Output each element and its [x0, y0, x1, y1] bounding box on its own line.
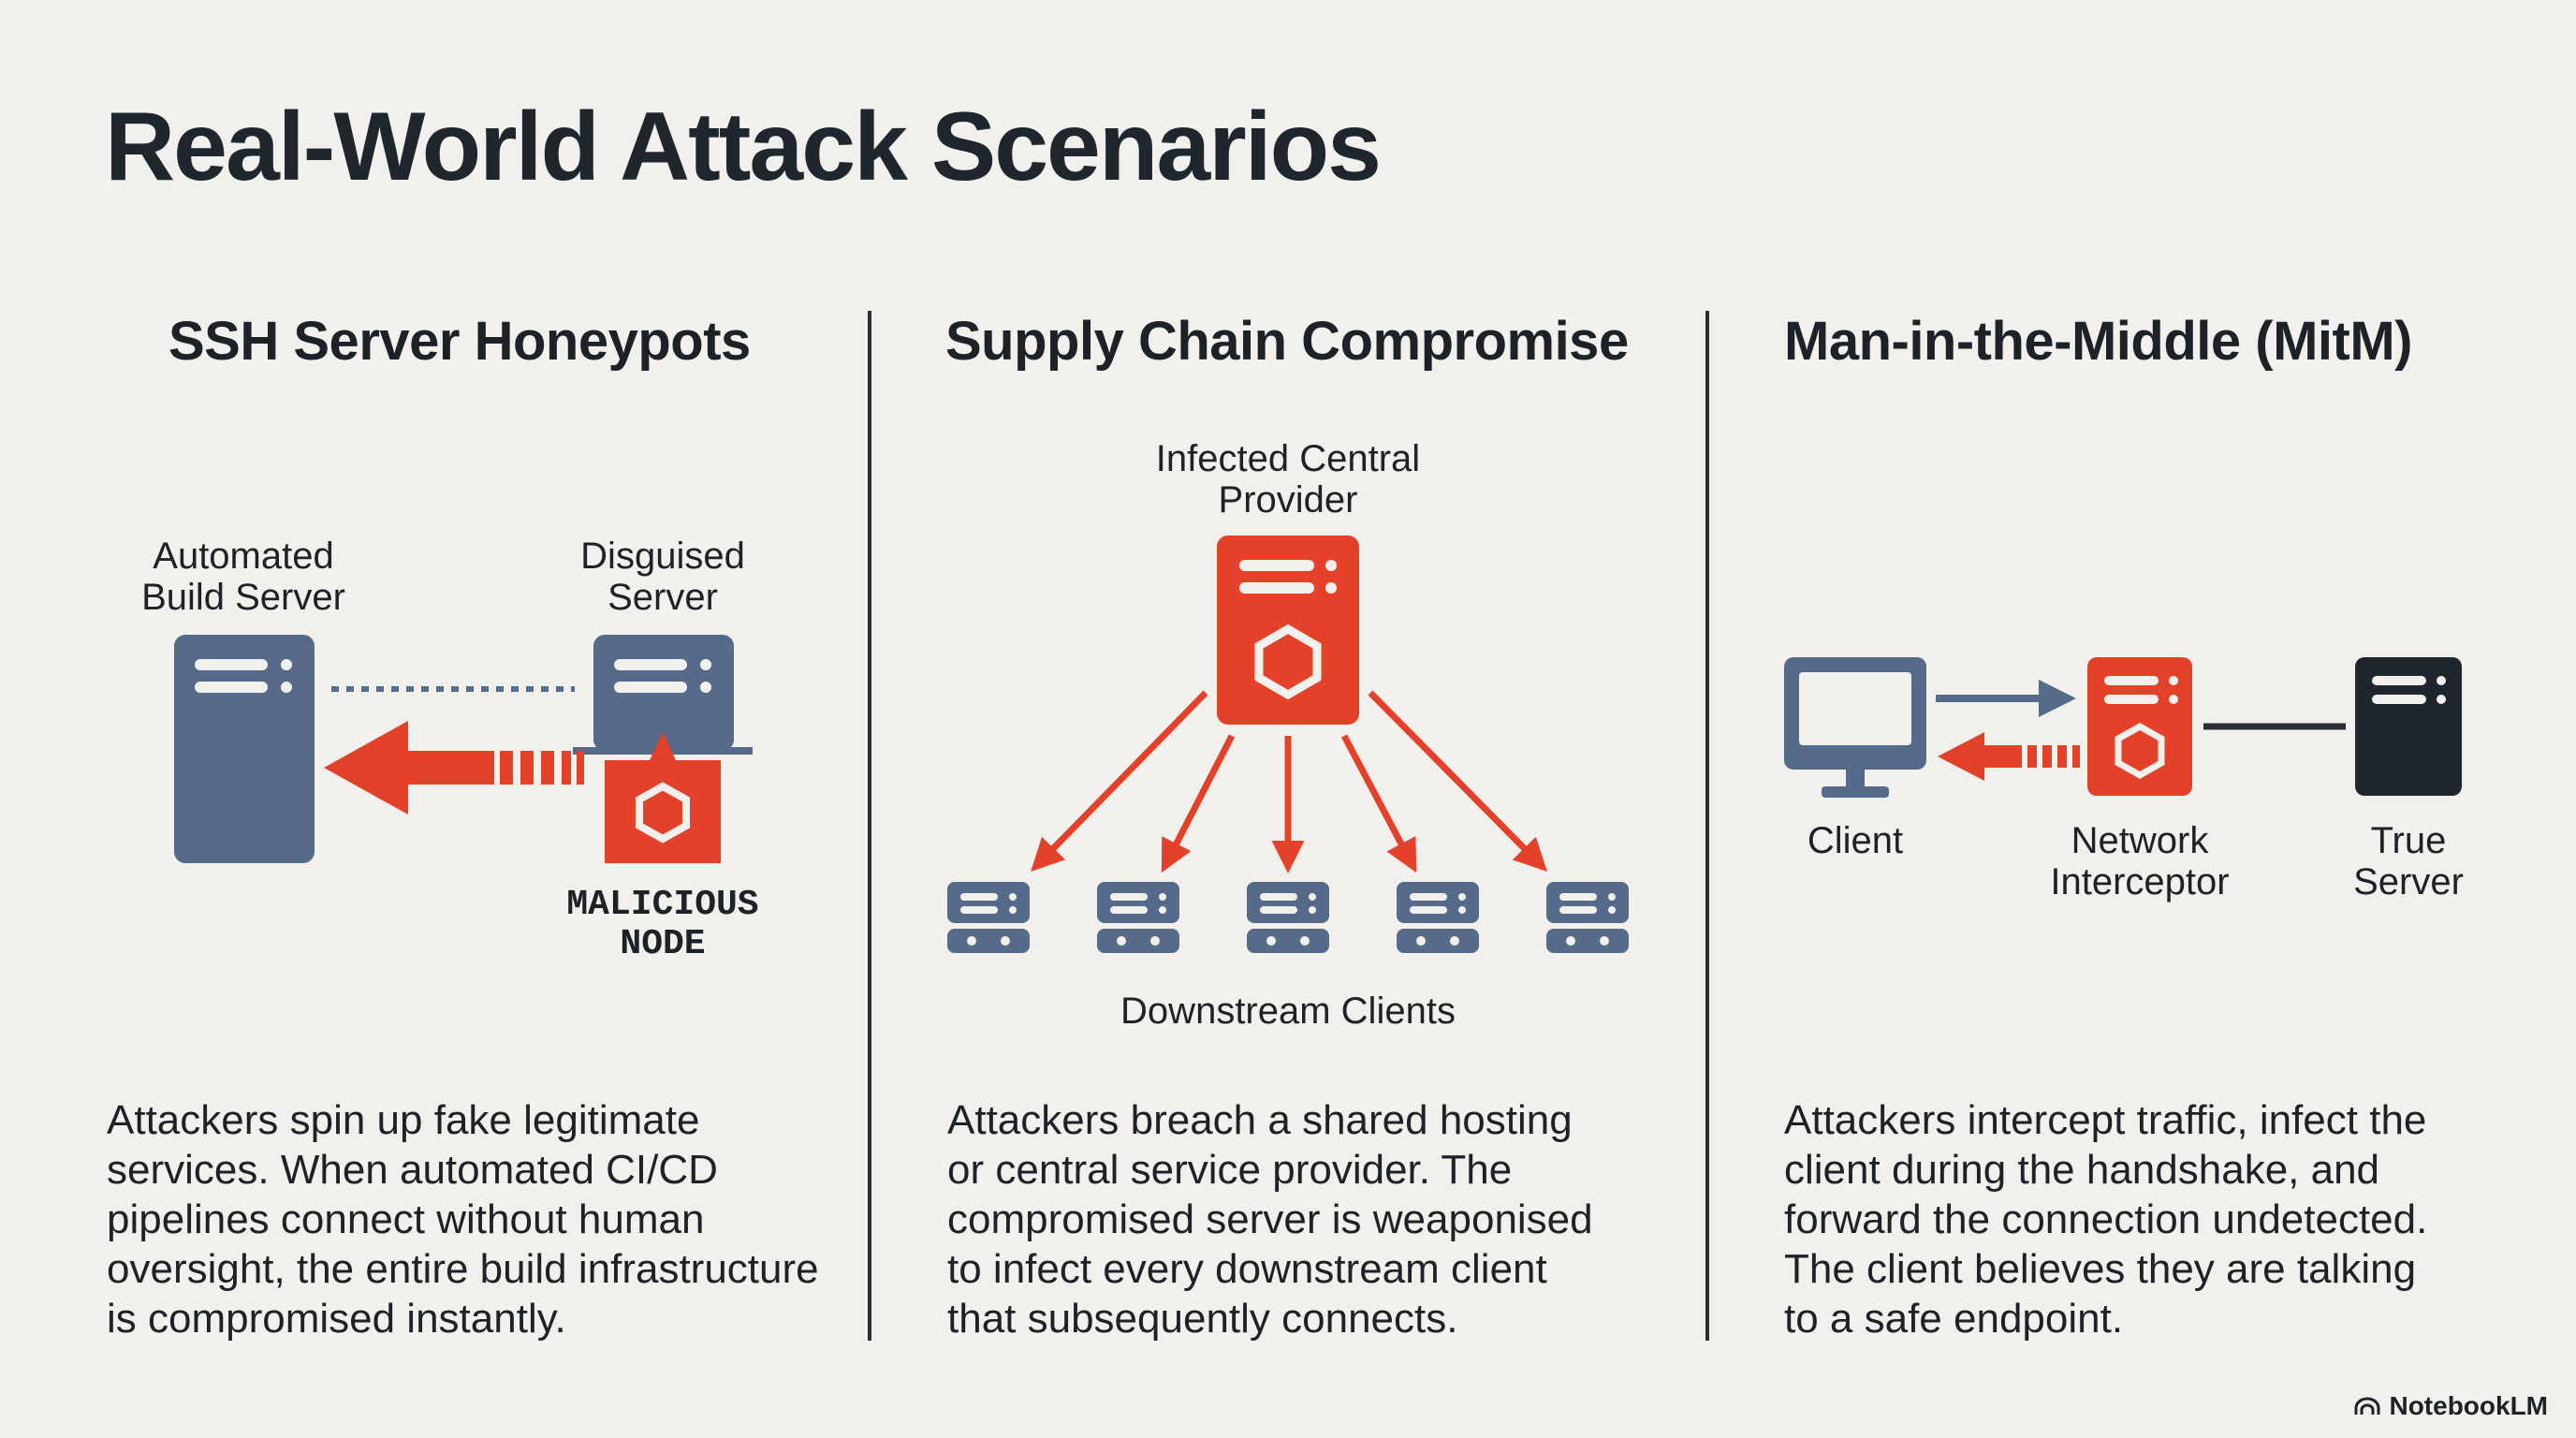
client-label: Client — [1807, 820, 1904, 861]
client-server-icon — [1097, 882, 1179, 953]
client-monitor-icon — [1784, 657, 1926, 798]
network-interceptor-label: Network Interceptor — [2050, 820, 2230, 902]
supply-chain-heading: Supply Chain Compromise — [945, 311, 1629, 372]
page-title: Real-World Attack Scenarios — [105, 93, 1382, 201]
true-server-icon — [2355, 657, 2462, 796]
network-interceptor-icon — [2087, 657, 2192, 796]
notebooklm-watermark: NotebookLM — [2353, 1391, 2548, 1421]
column-divider-2 — [1705, 311, 1709, 1341]
infected-provider-icon — [1217, 536, 1359, 725]
client-server-icon — [1397, 882, 1479, 953]
mitm-description: Attackers intercept traffic, infect the … — [1784, 1097, 2428, 1342]
client-server-icon — [1546, 882, 1629, 953]
downstream-clients-label: Downstream Clients — [1120, 990, 1456, 1032]
ssh-honeypots-description: Attackers spin up fake legitimate servic… — [107, 1097, 819, 1342]
supply-chain-description: Attackers breach a shared hosting or cen… — [947, 1097, 1593, 1342]
client-server-icon — [1247, 882, 1329, 953]
infected-provider-label: Infected Central Provider — [1155, 438, 1421, 521]
notebooklm-logo-icon — [2354, 1397, 2380, 1415]
ssh-honeypots-heading: SSH Server Honeypots — [168, 311, 751, 372]
interception-arrow — [1938, 732, 2080, 781]
downstream-clients — [947, 882, 1629, 953]
infection-arrows — [1031, 690, 1547, 873]
malicious-node-icon — [605, 732, 721, 863]
attack-arrow-left — [324, 721, 584, 814]
true-server-label: True Server — [2353, 820, 2464, 902]
disguised-server-label: Disguised Server — [580, 536, 745, 618]
notebooklm-brand-text: NotebookLM — [2389, 1391, 2548, 1420]
client-server-icon — [947, 882, 1030, 953]
column-divider-1 — [868, 311, 871, 1341]
build-server-label: Automated Build Server — [141, 536, 345, 618]
malicious-node-label: MALICIOUS NODE — [566, 885, 759, 964]
mitm-heading: Man-in-the-Middle (MitM) — [1784, 311, 2412, 372]
build-server-icon — [174, 635, 315, 863]
